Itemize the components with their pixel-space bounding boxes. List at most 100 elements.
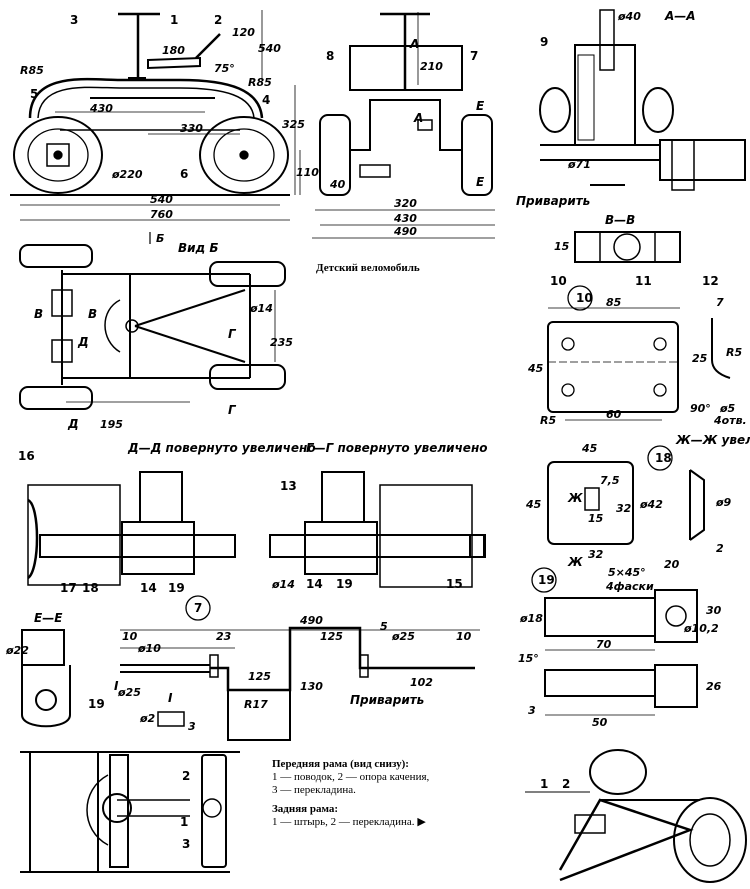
dim-2: 2 — [716, 542, 724, 555]
dim-25-plate: 25 — [692, 352, 708, 365]
label-front-frame-1: 1 — [180, 815, 188, 829]
dim-490-axle: 490 — [299, 614, 323, 627]
cut-zh-bot: Ж — [567, 555, 583, 569]
dim-102: 102 — [410, 676, 433, 689]
label-front-frame-3: 3 — [182, 837, 190, 851]
label-aa-9: 9 — [540, 35, 548, 49]
section-zh-zh-title: Ж—Ж увеличено — [675, 433, 750, 447]
dim-r5-left: R5 — [540, 414, 556, 427]
cut-v-left: В — [34, 307, 43, 321]
drawing-title: Детский веломобиль — [316, 262, 420, 274]
dim-760: 760 — [150, 208, 173, 221]
dim-40: 40 — [329, 178, 346, 191]
label-gg-19: 19 — [336, 577, 353, 591]
cut-zh-top: Ж — [567, 491, 583, 505]
caption-front-line1: 1 — поводок, 2 — опора качения, — [272, 771, 430, 783]
dim-15-bb: 15 — [554, 240, 570, 253]
dim-5: 5 — [380, 620, 388, 633]
label-side-2: 2 — [214, 13, 222, 27]
label-side-4: 4 — [262, 93, 270, 107]
dim-d10: ø10 — [137, 642, 161, 655]
part-18-number: 18 — [655, 451, 672, 465]
dim-45-plate: 45 — [527, 362, 544, 375]
section-b-b-title: В—В — [605, 213, 635, 227]
detail-i-view: I — [168, 691, 173, 705]
dim-195: 195 — [100, 418, 123, 431]
front-frame — [20, 751, 240, 873]
dim-430-front: 430 — [393, 212, 417, 225]
part-number-circles — [185, 285, 673, 621]
section-d-d — [27, 471, 236, 586]
dim-210: 210 — [420, 60, 443, 73]
part-10-plate — [547, 307, 731, 421]
part-19 — [544, 589, 698, 716]
dim-d9: ø9 — [715, 496, 732, 509]
section-d-d-title: Д—Д повернуто увеличено — [127, 441, 316, 455]
dim-320: 320 — [394, 197, 417, 210]
dim-130: 130 — [300, 680, 323, 693]
dim-45-top-18: 45 — [581, 442, 598, 455]
dim-d71: ø71 — [567, 158, 591, 171]
cut-g-top: Г — [228, 327, 237, 341]
dim-d14-gg: ø14 — [271, 578, 295, 591]
part-19-number: 19 — [538, 573, 555, 587]
label-dd-18: 18 — [82, 581, 99, 595]
label-dd-19: 19 — [168, 581, 185, 595]
dim-3-axle: 3 — [188, 720, 196, 733]
dim-45-side-18: 45 — [525, 498, 542, 511]
dim-3: 3 — [528, 704, 536, 717]
section-a-a — [539, 9, 746, 191]
section-e-e-title: Е—Е — [34, 611, 63, 625]
dim-d2: ø2 — [139, 712, 156, 725]
cut-d-mid: Д — [77, 335, 89, 349]
weld-note-axle: Приварить — [350, 693, 424, 707]
dim-120: 120 — [232, 26, 255, 39]
dim-430: 430 — [89, 102, 113, 115]
dim-110: 110 — [296, 166, 319, 179]
rear-frame-3d — [525, 749, 747, 883]
label-side-6: 6 — [180, 167, 188, 181]
dim-d220: ø220 — [111, 168, 143, 181]
label-dd-16: 16 — [18, 449, 35, 463]
label-gg-13: 13 — [280, 479, 297, 493]
dim-540-vert: 540 — [258, 42, 281, 55]
dim-90deg: 90° — [690, 402, 711, 415]
label-dd-17: 17 — [60, 581, 77, 595]
dim-r85-right: R85 — [248, 76, 272, 89]
dim-d10-2: ø10,2 — [683, 622, 719, 635]
dim-d22: ø22 — [5, 644, 29, 657]
weld-note-aa: Приварить — [516, 194, 590, 208]
side-view — [10, 10, 301, 244]
caption-front-title: Передняя рама (вид снизу): — [272, 758, 409, 770]
dim-15-18: 15 — [588, 512, 604, 525]
caption-front-line2: 3 — перекладина. — [272, 784, 356, 796]
cut-v-right: В — [88, 307, 97, 321]
section-mark-e-bot: Е — [476, 175, 485, 189]
dim-125-top: 125 — [320, 630, 343, 643]
front-wheel-right — [199, 116, 289, 194]
dim-23: 23 — [216, 630, 232, 643]
dim-10-right: 10 — [456, 630, 472, 643]
cut-d-bot: Д — [67, 417, 79, 431]
label-gg-15: 15 — [446, 577, 463, 591]
view-b-title: Вид Б — [178, 241, 219, 255]
view-b-plan — [19, 244, 286, 410]
dim-235: 235 — [270, 336, 293, 349]
section-mark-a-top: А — [409, 37, 419, 51]
section-a-a-title: А—А — [664, 9, 696, 23]
section-mark-e-top: Е — [476, 99, 485, 113]
view-arrow-b: Б — [156, 232, 164, 245]
caption-block: Передняя рама (вид снизу): 1 — поводок, … — [272, 758, 502, 829]
dim-85: 85 — [606, 296, 622, 309]
dim-4chamfers: 4фаски — [605, 580, 654, 593]
axle-7 — [120, 626, 480, 741]
dim-30: 30 — [706, 604, 722, 617]
section-g-g-title: Г—Г повернуто увеличено — [306, 441, 487, 455]
dim-d5: ø5 — [719, 402, 736, 415]
label-side-1: 1 — [170, 13, 178, 27]
section-b-b — [574, 231, 681, 263]
dim-5x45: 5×45° — [608, 566, 646, 579]
dim-d25-right: ø25 — [391, 630, 415, 643]
section-e-e — [21, 629, 71, 728]
